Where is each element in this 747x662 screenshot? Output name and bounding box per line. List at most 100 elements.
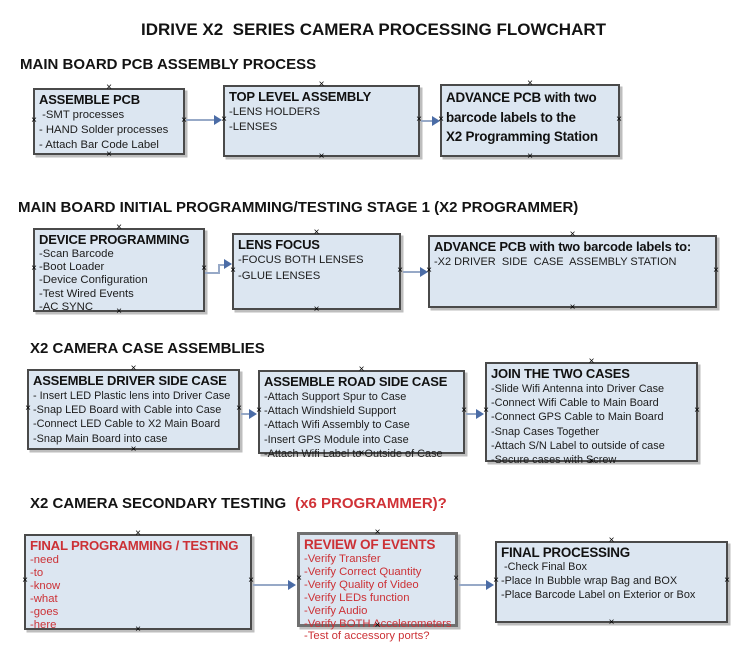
arrow-shaft [205,272,220,274]
connection-point-icon: × [318,79,325,90]
section-heading-pcb-assembly: MAIN BOARD PCB ASSEMBLY PROCESS [20,56,317,73]
connection-point-icon: × [569,302,576,313]
section-heading-case-assemblies: X2 CAMERA CASE ASSEMBLIES [30,340,265,357]
connection-point-icon: × [22,575,28,586]
connector-arrow[interactable] [253,579,296,591]
connection-point-icon: × [608,535,615,546]
box-item: -Test Wired Events [39,287,134,300]
connection-point-icon: × [713,264,719,276]
box-title: FINAL PROGRAMMING / TESTING [30,538,239,553]
arrow-head-icon [432,116,440,126]
arrow-head-icon [476,409,484,419]
flow-box-advance-pcb-driver-side[interactable]: × × × × ADVANCE PCB with two barcode lab… [426,230,719,313]
connector-arrow[interactable] [241,408,257,420]
connection-point-icon: × [313,227,320,238]
box-item: -Attach Support Spur to Case [264,391,407,403]
connection-point-icon: × [397,264,403,276]
connector-arrow[interactable] [205,259,232,277]
connection-point-icon: × [483,405,489,416]
box-item: -Attach Wifi Assembly to Case [264,419,410,432]
box-title: DEVICE PROGRAMMING [39,232,190,247]
arrow-head-icon [420,267,428,277]
connector-arrow[interactable] [403,266,428,278]
box-item: -Device Configuration [39,274,148,287]
connection-point-icon: × [106,149,112,160]
connection-point-icon: × [493,575,499,586]
flow-box-top-level-assembly[interactable]: × × × × TOP LEVEL ASSEMBLY -LENS HOLDERS… [221,80,422,162]
box-item: - Insert LED Plastic lens into Driver Ca… [33,390,231,402]
connector-arrow[interactable] [459,579,494,591]
connection-point-icon: × [461,405,467,416]
box-item: -Secure cases with Screw [491,454,617,467]
arrow-shaft [218,264,225,266]
connection-point-icon: × [616,113,622,125]
flow-box-device-programming[interactable]: × × × × DEVICE PROGRAMMING -Scan Barcode… [31,223,207,317]
arrow-shaft [421,120,434,122]
flow-box-final-processing[interactable]: × × × × FINAL PROCESSING -Check Final Bo… [493,536,730,628]
connection-point-icon: × [296,572,302,584]
connector-arrow[interactable] [421,115,440,127]
box-item: -SMT processes [39,109,125,121]
box-item: -Attach Wifi Label to Outside of Case [264,447,443,460]
connection-point-icon: × [130,444,137,455]
box-item: -Verify LEDs function [304,591,410,604]
box-item: -what [30,592,58,605]
section-heading-red-text: (x6 PROGRAMMER)? [295,495,447,512]
box-item: -LENSES [229,121,278,133]
box-item: -AC SYNC [39,300,93,313]
box-item: -Attach Windshield Support [264,405,396,418]
section-heading-black-text: X2 CAMERA SECONDARY TESTING [30,495,287,512]
page-title: IDRIVE X2 SERIES CAMERA PROCESSING FLOWC… [140,20,607,39]
arrow-shaft [241,413,251,415]
connection-point-icon: × [358,448,365,459]
connection-point-icon: × [256,405,262,416]
box-title: FINAL PROCESSING [501,545,630,560]
flow-box-assemble-pcb[interactable]: × × × × ASSEMBLE PCB -SMT processes - HA… [31,83,187,160]
section-heading-initial-programming: MAIN BOARD INITIAL PROGRAMMING/TESTING S… [18,199,579,216]
arrow-head-icon [224,259,232,269]
arrow-shaft [218,265,220,274]
connection-point-icon: × [358,364,365,375]
connection-point-icon: × [181,114,187,126]
connector-arrow[interactable] [186,114,222,126]
connector-arrow[interactable] [466,408,484,420]
arrow-head-icon [249,409,257,419]
connection-point-icon: × [453,572,459,584]
box-item: -here [30,618,57,631]
arrow-head-icon [288,580,296,590]
box-title: JOIN THE TWO CASES [491,366,630,381]
connection-point-icon: × [426,264,432,276]
connection-point-icon: × [31,263,37,274]
connection-point-icon: × [416,114,422,125]
connection-point-icon: × [31,114,37,126]
flow-box-advance-pcb-programming-station[interactable]: × × × × ADVANCE PCB with two barcode lab… [438,79,622,162]
flow-box-final-programming-testing[interactable]: × × × × FINAL PROGRAMMING / TESTING -nee… [22,529,254,635]
box-item: -Verify Transfer [304,553,381,565]
arrow-shaft [253,584,290,586]
flow-box-assemble-driver-side-case[interactable]: × × × × ASSEMBLE DRIVER SIDE CASE - Inse… [25,364,242,455]
box-item: -Snap Main Board into case [33,432,168,445]
connection-point-icon: × [230,264,236,276]
connection-point-icon: × [374,620,381,631]
arrow-head-icon [486,580,494,590]
connection-point-icon: × [106,82,112,93]
connection-point-icon: × [694,405,700,416]
box-item: -need [30,554,59,566]
connection-point-icon: × [130,363,137,374]
flow-box-assemble-road-side-case[interactable]: × × × × ASSEMBLE ROAD SIDE CASE -Attach … [256,365,467,460]
box-title: TOP LEVEL ASSEMBLY [229,89,372,104]
connection-point-icon: × [116,222,122,233]
box-item: -Snap Cases Together [491,425,600,438]
box-item: - Attach Bar Code Label [39,139,159,151]
box-item: -Connect Wifi Cable to Main Board [491,397,659,410]
arrow-shaft [459,584,488,586]
box-title: LENS FOCUS [238,237,320,252]
flow-box-lens-focus[interactable]: × × × × LENS FOCUS -FOCUS BOTH LENSES -G… [230,228,403,315]
flow-box-join-the-two-cases[interactable]: × × × × JOIN THE TWO CASES -Slide Wifi A… [483,357,700,467]
connection-point-icon: × [588,456,595,467]
connection-point-icon: × [608,617,615,628]
box-item: -LENS HOLDERS [229,106,321,118]
flow-box-review-of-events[interactable]: × × × × REVIEW OF EVENTS -Verify Transfe… [296,528,459,643]
connection-point-icon: × [116,306,122,317]
box-item: -Verify Quality of Video [304,578,419,591]
